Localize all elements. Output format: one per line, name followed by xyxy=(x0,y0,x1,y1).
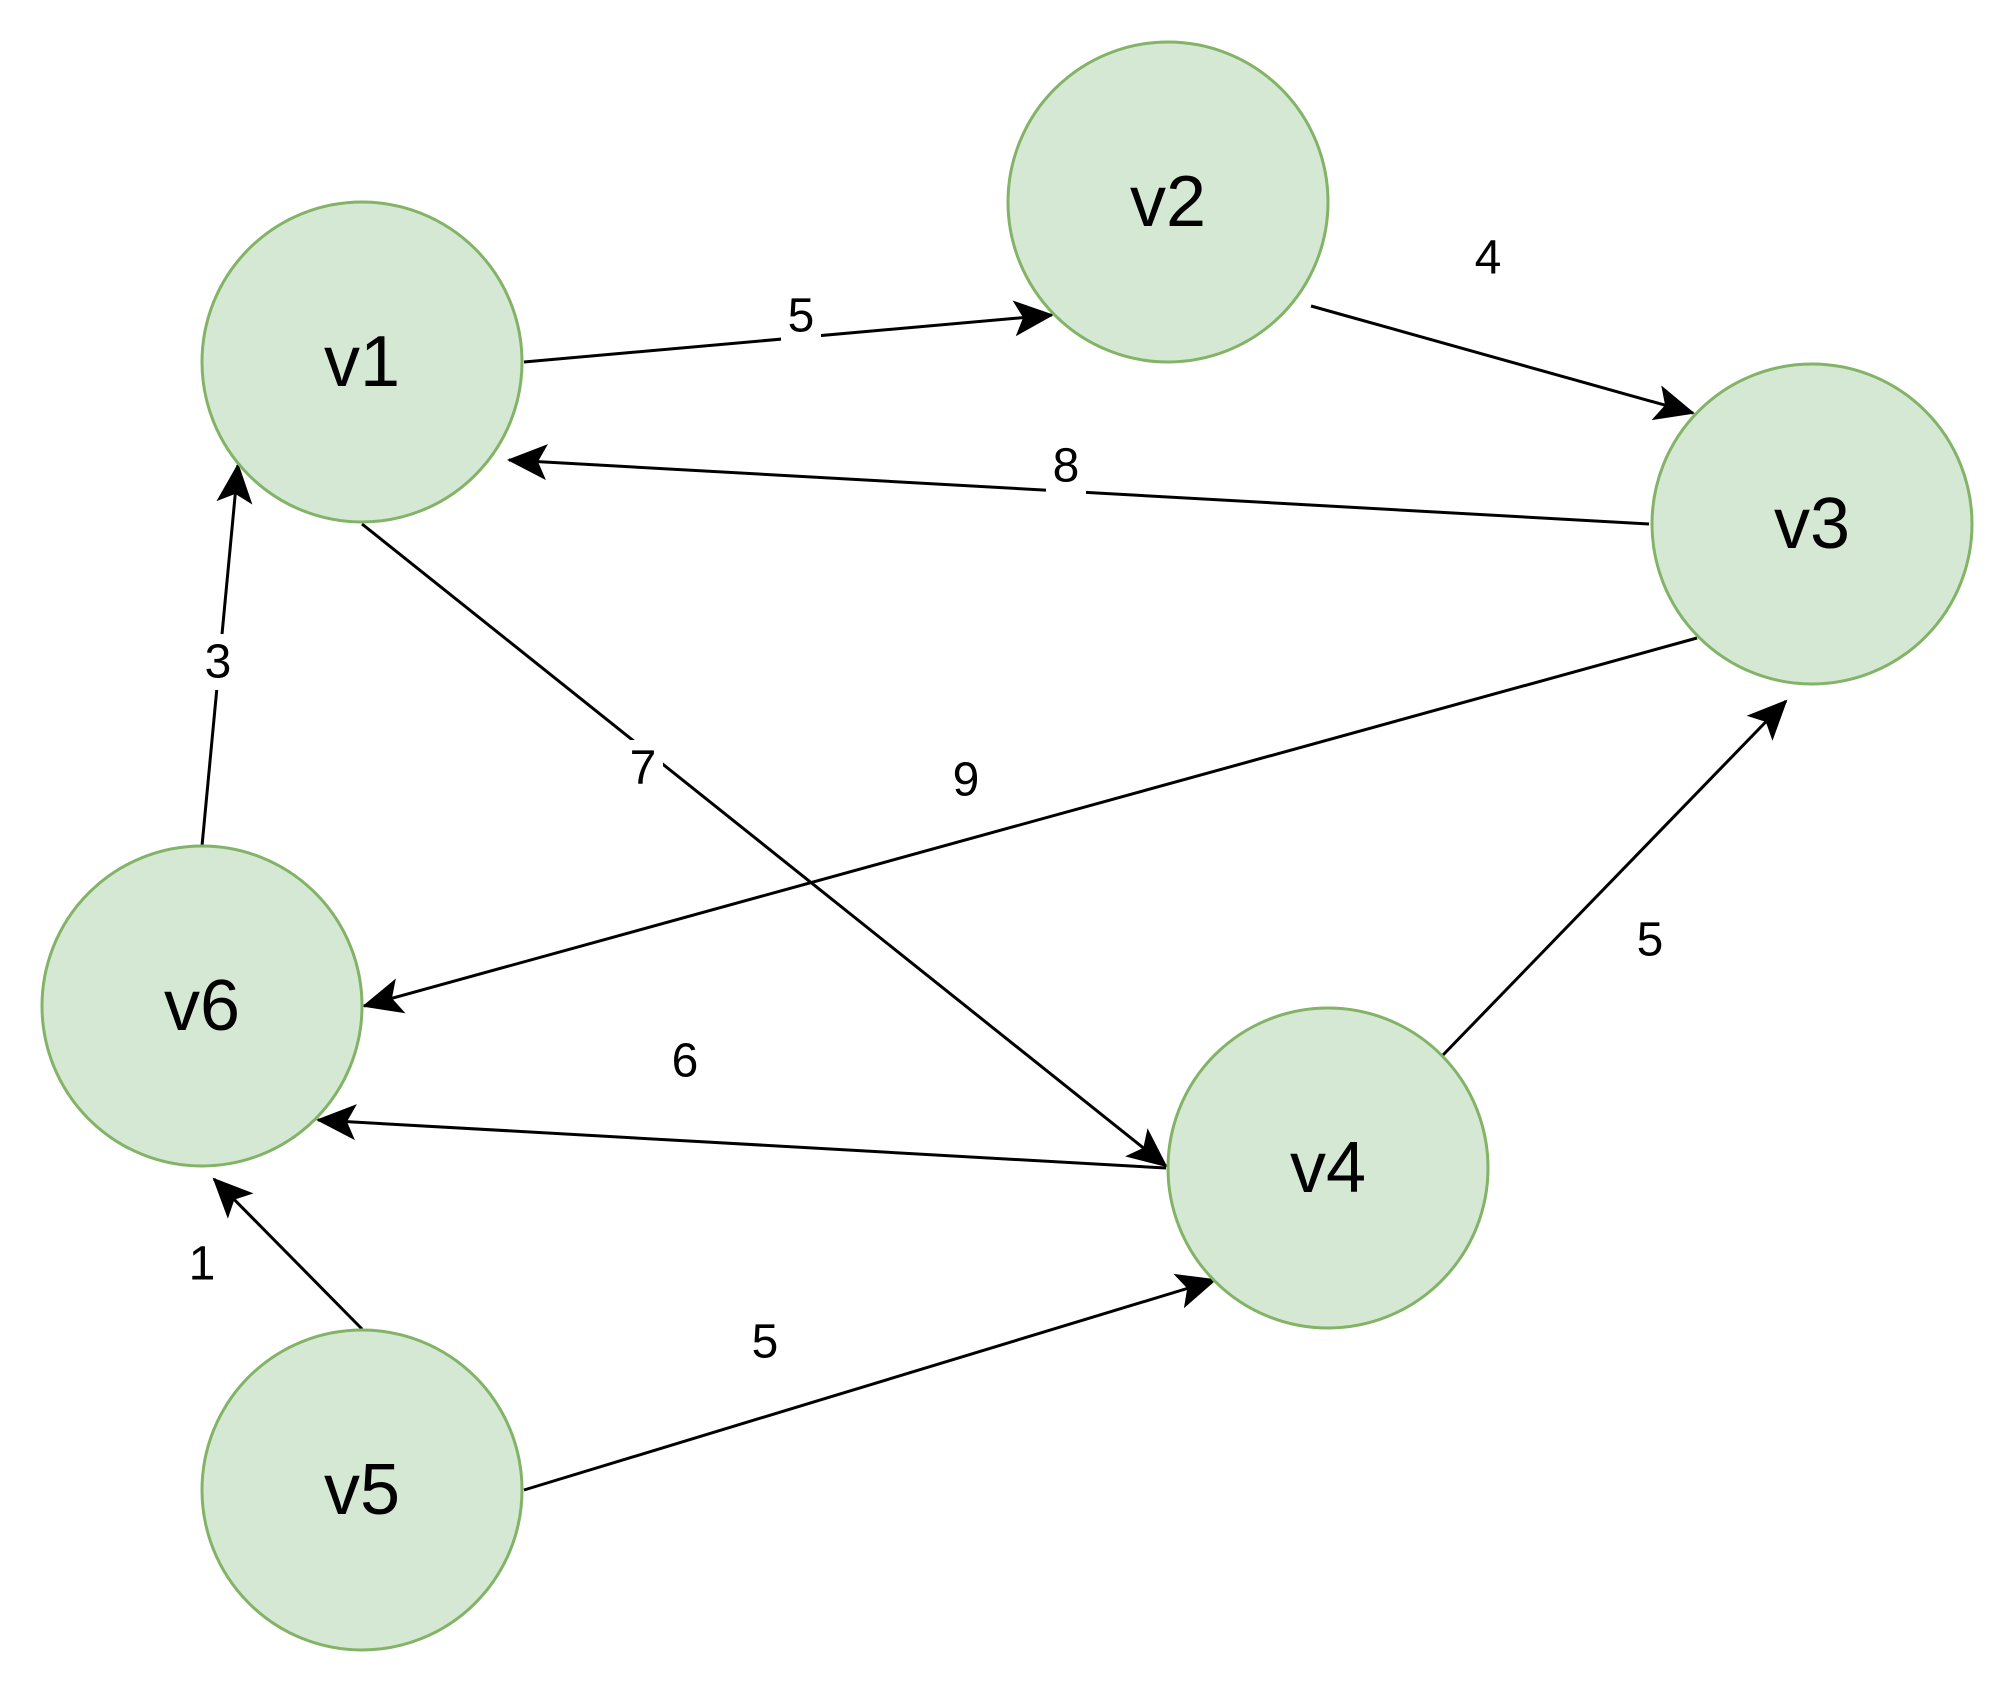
edge-label-background xyxy=(198,634,238,690)
edge-v1-v4 xyxy=(361,522,1168,1168)
edge-weight-v1-v2: 5 xyxy=(788,290,815,343)
edge-weight-v3-v1: 8 xyxy=(1053,440,1080,493)
node-circle xyxy=(200,1328,524,1652)
edge-weight-v4-v3: 5 xyxy=(1637,914,1664,967)
edge-label-background xyxy=(623,740,663,796)
edge-weight-v1-v4: 7 xyxy=(630,742,657,795)
edge-weight-v4-v6: 6 xyxy=(672,1035,699,1088)
node-label: v6 xyxy=(164,966,240,1046)
node-circle xyxy=(1650,362,1974,686)
edge-label-background xyxy=(781,288,821,344)
edge-labels-layer: 5 4 8 7 9 3 5 6 1 5 xyxy=(182,230,1670,1370)
node-v5: v5 xyxy=(200,1328,524,1652)
node-v4: v4 xyxy=(1166,1006,1490,1330)
edge-weight-v6-v1: 3 xyxy=(205,636,232,689)
node-v6: v6 xyxy=(40,844,364,1168)
node-circle xyxy=(200,200,524,524)
edge-weight-v5-v4: 5 xyxy=(752,1316,779,1369)
edge-label-background xyxy=(1468,230,1508,286)
node-circle xyxy=(1166,1006,1490,1330)
edge-label-background xyxy=(1046,438,1086,494)
edge-v4-v6 xyxy=(316,1104,1167,1170)
edge-weight-v5-v6: 1 xyxy=(189,1238,216,1291)
node-v1: v1 xyxy=(200,200,524,524)
node-label: v3 xyxy=(1774,484,1850,564)
edge-v5-v4 xyxy=(523,1273,1217,1492)
edge-v3-v6 xyxy=(362,636,1698,1014)
node-v2: v2 xyxy=(1006,40,1330,364)
edge-label-background xyxy=(946,752,986,808)
node-label: v1 xyxy=(324,322,400,402)
nodes-layer: v1 v2 v3 v4 v5 v6 xyxy=(40,40,1974,1652)
node-label: v4 xyxy=(1290,1128,1366,1208)
edge-v2-v3 xyxy=(1310,304,1695,421)
node-circle xyxy=(1006,40,1330,364)
edge-weight-v3-v6: 9 xyxy=(953,754,980,807)
edge-v4-v3 xyxy=(1441,699,1788,1057)
node-label: v2 xyxy=(1130,162,1206,242)
edge-label-background xyxy=(745,1314,785,1370)
edge-label-background xyxy=(182,1236,222,1292)
edge-weight-v2-v3: 4 xyxy=(1475,232,1502,285)
node-v3: v3 xyxy=(1650,362,1974,686)
edge-v5-v6 xyxy=(212,1177,364,1331)
node-label: v5 xyxy=(324,1450,400,1530)
node-circle xyxy=(40,844,364,1168)
edge-label-background xyxy=(665,1033,705,1089)
edge-label-background xyxy=(1630,912,1670,968)
